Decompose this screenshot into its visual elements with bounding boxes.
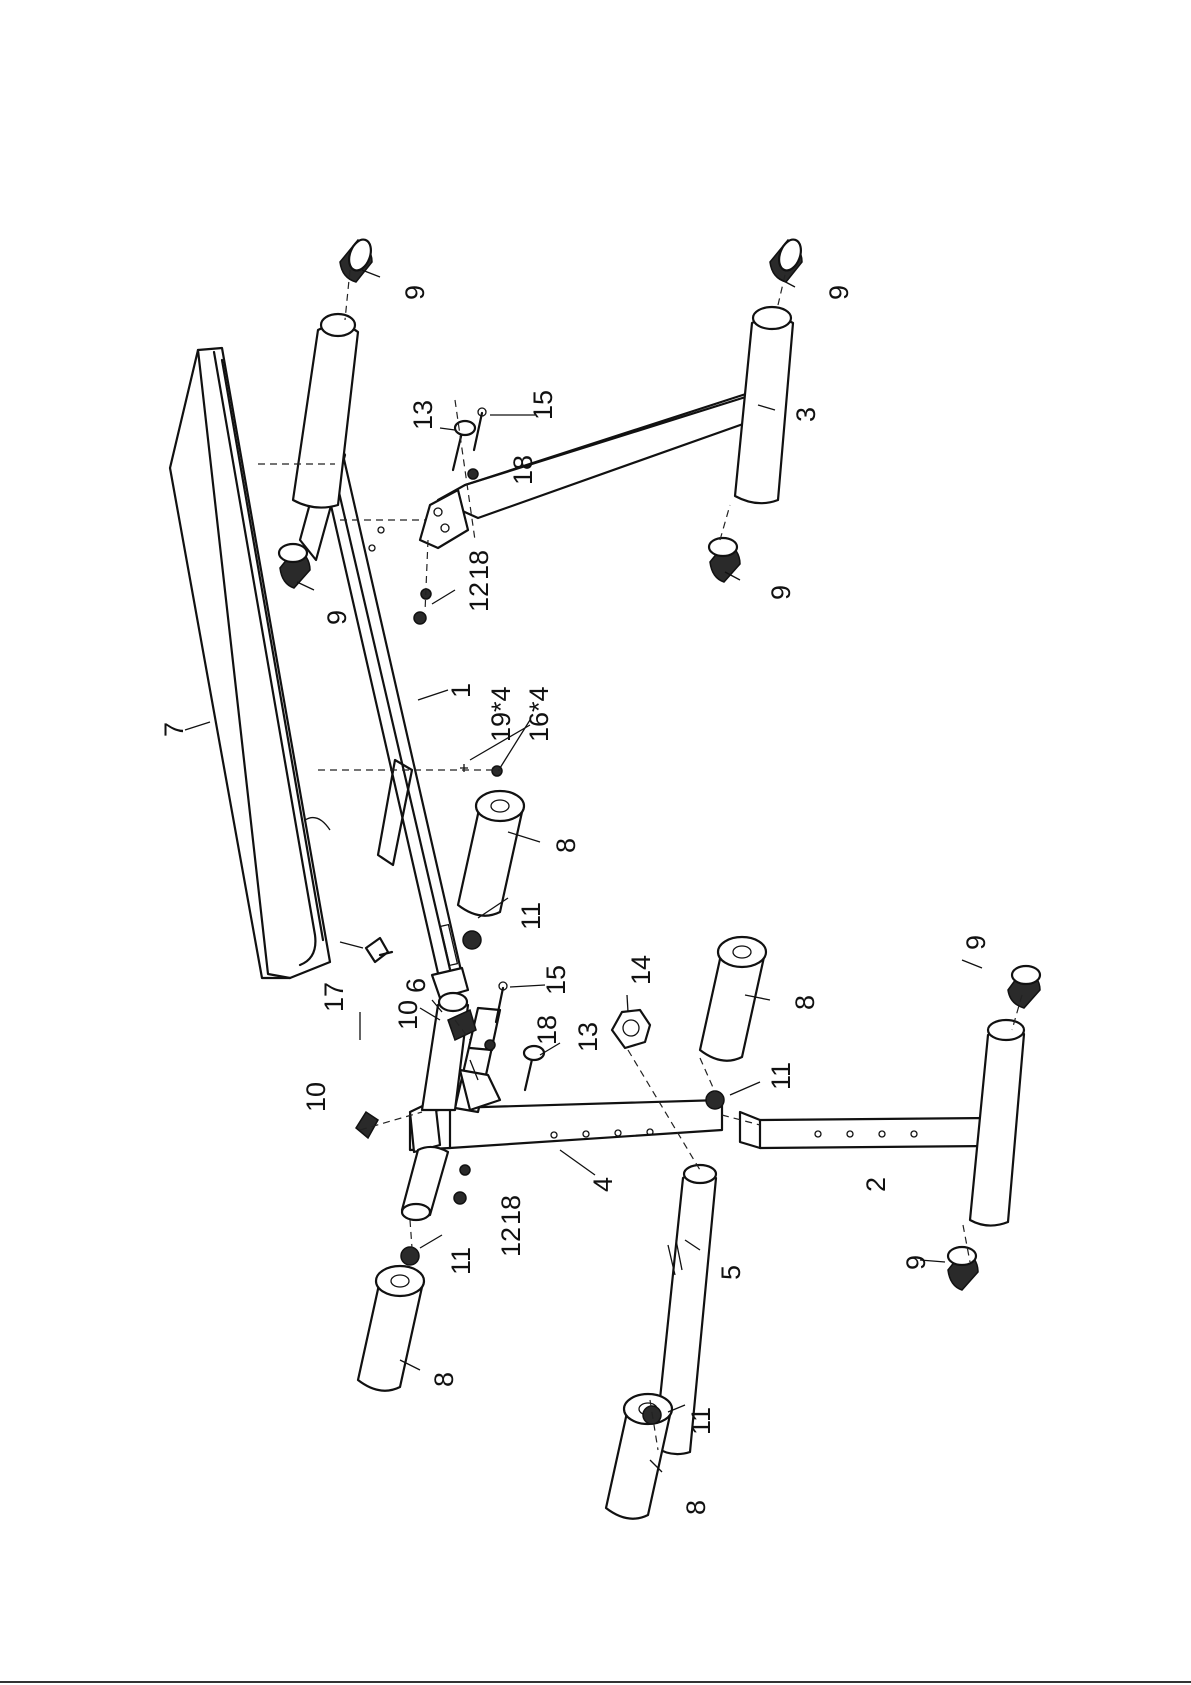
nut-12-b xyxy=(454,1192,466,1204)
part-label-11-c: 11 xyxy=(446,1247,476,1275)
nut-12-a xyxy=(414,612,426,624)
knob-17 xyxy=(366,938,392,962)
part-label-10-a: 10 xyxy=(393,1000,423,1030)
end-cap-5 xyxy=(1008,966,1040,1008)
part-label-16x4: 16*4 xyxy=(524,686,554,742)
part-label-8-a: 8 xyxy=(551,838,581,853)
part-label-13-b: 13 xyxy=(573,1022,603,1052)
end-cap-1 xyxy=(340,237,375,282)
part-label-9-a: 9 xyxy=(400,285,430,300)
part-label-8-c: 8 xyxy=(429,1372,459,1387)
lower-front-leg-part-2 xyxy=(740,1020,1024,1226)
end-cap-2 xyxy=(770,237,805,282)
part-label-12-b: 12 xyxy=(496,1227,526,1257)
part-label-11-b: 11 xyxy=(766,1062,796,1090)
part-label-18-a: 18 xyxy=(508,455,538,485)
part-label-11-d: 11 xyxy=(686,1407,716,1435)
part-label-9-c: 9 xyxy=(322,610,352,625)
part-label-7: 7 xyxy=(159,722,189,737)
end-cap-3 xyxy=(279,544,310,588)
foam-roller-lower-right xyxy=(606,1394,672,1519)
page-bottom-rule xyxy=(0,1681,1191,1683)
part-label-9-b: 9 xyxy=(824,285,854,300)
part-label-18-c: 18 xyxy=(532,1015,562,1045)
part-label-17: 17 xyxy=(319,982,349,1012)
part-label-8-d: 8 xyxy=(681,1500,711,1515)
part-label-14: 14 xyxy=(626,955,656,985)
part-label-9-d: 9 xyxy=(766,585,796,600)
round-cap-11-lower xyxy=(401,1247,419,1265)
part-label-10-b: 10 xyxy=(301,1082,331,1112)
part-label-18-b: 18 xyxy=(464,550,494,580)
part-label-18-d: 18 xyxy=(496,1195,526,1225)
part-label-15-a: 15 xyxy=(528,390,558,420)
part-label-4: 4 xyxy=(588,1177,618,1192)
washer-18-d xyxy=(460,1165,470,1175)
knob-14 xyxy=(612,1010,650,1048)
part-label-2: 2 xyxy=(861,1177,891,1192)
bolt-15-lower xyxy=(496,982,507,1022)
part-label-5: 5 xyxy=(716,1265,746,1280)
end-cap-6 xyxy=(948,1247,978,1290)
square-cap-10-lower xyxy=(356,1112,378,1138)
part-label-15-b: 15 xyxy=(541,965,571,995)
washer-18-a xyxy=(468,469,478,479)
end-cap-4 xyxy=(709,538,740,582)
part-label-1: 1 xyxy=(446,683,476,698)
round-cap-11-upright xyxy=(706,1091,724,1109)
part-label-13-a: 13 xyxy=(408,400,438,430)
washer-19 xyxy=(460,764,468,772)
part-label-11-a: 11 xyxy=(516,902,546,930)
part-label-6: 6 xyxy=(401,978,431,993)
pin-13-lower xyxy=(524,1046,544,1090)
part-label-8-b: 8 xyxy=(790,995,820,1010)
part-label-9-f: 9 xyxy=(901,1255,931,1270)
part-label-19x4: 19*4 xyxy=(486,686,516,742)
foam-roller-lower-left xyxy=(358,1266,424,1391)
washer-18-c xyxy=(485,1040,495,1050)
part-label-3: 3 xyxy=(791,407,821,422)
part-label-9-e: 9 xyxy=(961,935,991,950)
round-cap-11-beam xyxy=(463,931,481,949)
foam-roller-upper-left xyxy=(458,791,524,916)
foam-roller-upper-right xyxy=(700,937,766,1061)
part-label-12-a: 12 xyxy=(464,582,494,612)
